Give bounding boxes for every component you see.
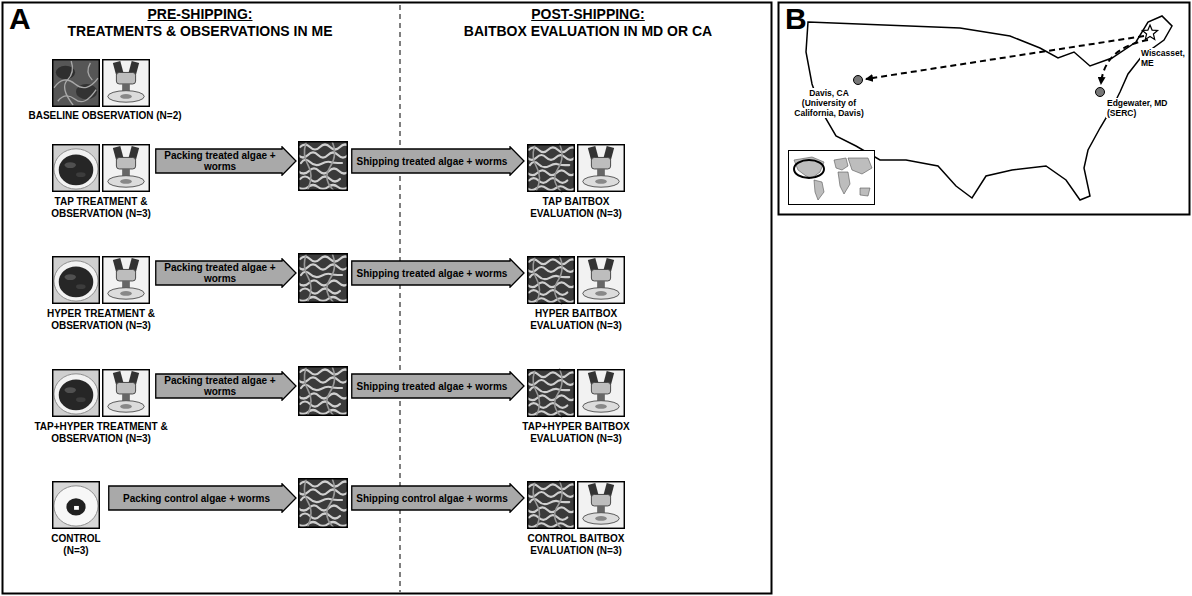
microscope-photo	[102, 59, 150, 107]
section-heading: POST-SHIPPING:	[418, 6, 758, 22]
microscope-photo	[102, 256, 150, 304]
panel-letter: B	[785, 2, 807, 36]
baseline-caption-box: BASELINE OBSERVATION (N=2)	[10, 110, 200, 122]
microscope-photo	[577, 144, 625, 192]
treatment-caption-box: HYPER TREATMENT & OBSERVATION (N=3)	[26, 308, 176, 332]
arrow-label-area: Shipping control algae + worms	[351, 483, 525, 513]
shipping-block-arrow: Shipping treated algae + worms	[351, 371, 525, 401]
arrow-text: Shipping treated algae + worms	[357, 268, 508, 279]
shipping-route	[866, 36, 1144, 79]
panel-letter: A	[9, 2, 31, 36]
arrow-label-area: Packing control algae + worms	[108, 483, 297, 513]
block-arrow-outline	[352, 484, 524, 513]
arrow-text: Packing control algae + worms	[123, 493, 270, 504]
arrow-label-area: Shipping treated algae + worms	[351, 371, 525, 401]
caption-text: TAP+HYPER TREATMENT & OBSERVATION (N=3)	[26, 421, 176, 445]
world-continents	[794, 157, 872, 200]
caption-text: CONTROL (N=3)	[41, 533, 111, 557]
arrow-text: Packing treated algae + worms	[160, 150, 280, 172]
region-oval	[794, 160, 824, 178]
shipping-block-arrow: Shipping control algae + worms	[351, 483, 525, 513]
worms-photo	[298, 366, 350, 416]
block-arrow-outline	[156, 259, 296, 288]
section-heading: BAITBOX EVALUATION IN MD OR CA	[418, 23, 758, 39]
block-arrow-outline	[109, 484, 296, 513]
algae-photo	[52, 59, 100, 107]
caption-text: HYPER BAITBOX EVALUATION (N=3)	[514, 308, 639, 332]
block-arrow-outline	[352, 372, 524, 401]
block-arrow-outline	[352, 147, 524, 176]
packing-block-arrow: Packing control algae + worms	[108, 483, 297, 513]
place-label: Edgewater, MD (SERC)	[1106, 98, 1188, 118]
arrow-label-area: Shipping treated algae + worms	[351, 146, 525, 176]
baitbox-caption-box: TAP+HYPER BAITBOX EVALUATION (N=3)	[514, 421, 639, 445]
worms-photo	[298, 141, 350, 191]
packing-block-arrow: Packing treated algae + worms	[155, 146, 297, 176]
worms-photo	[298, 478, 350, 528]
panel-frame	[3, 3, 772, 594]
control-caption-box: CONTROL (N=3)	[41, 533, 111, 557]
caption-text: CONTROL BAITBOX EVALUATION (N=3)	[514, 533, 639, 557]
location-dot	[854, 76, 863, 85]
location-dot	[1096, 88, 1105, 97]
place-label: Davis, CA (University of California, Dav…	[786, 88, 872, 118]
worms-photo	[298, 253, 350, 303]
worms-photo	[527, 481, 577, 529]
baitbox-caption-box: HYPER BAITBOX EVALUATION (N=3)	[514, 308, 639, 332]
treatment-caption-box: TAP+HYPER TREATMENT & OBSERVATION (N=3)	[26, 421, 176, 445]
arrow-text: Shipping treated algae + worms	[357, 381, 508, 392]
arrow-label-area: Packing treated algae + worms	[155, 146, 297, 176]
caption-text: HYPER TREATMENT & OBSERVATION (N=3)	[26, 308, 176, 332]
packing-block-arrow: Packing treated algae + worms	[155, 371, 297, 401]
caption-text: TAP TREATMENT & OBSERVATION (N=3)	[26, 196, 176, 220]
caption-text: TAP BAITBOX EVALUATION (N=3)	[514, 196, 639, 220]
baitbox-caption-box: CONTROL BAITBOX EVALUATION (N=3)	[514, 533, 639, 557]
arrow-text: Shipping treated algae + worms	[357, 156, 508, 167]
block-arrow-outline	[156, 147, 296, 176]
microscope-photo	[102, 369, 150, 417]
arrow-text: Packing treated algae + worms	[160, 262, 280, 284]
microscope-photo	[102, 144, 150, 192]
world-inset	[789, 151, 875, 205]
section-heading: PRE-SHIPPING:	[10, 6, 390, 22]
section-heading: TREATMENTS & OBSERVATIONS IN ME	[10, 23, 390, 39]
arrow-label-area: Shipping treated algae + worms	[351, 258, 525, 288]
bowl-photo	[52, 481, 100, 529]
shipping-block-arrow: Shipping treated algae + worms	[351, 146, 525, 176]
microscope-photo	[577, 481, 625, 529]
bowl-photo	[52, 256, 100, 304]
place-label: Wiscasset, ME	[1140, 48, 1188, 68]
arrow-text: Packing treated algae + worms	[160, 375, 280, 397]
worms-photo	[527, 369, 577, 417]
packing-block-arrow: Packing treated algae + worms	[155, 258, 297, 288]
arrow-text: Shipping control algae + worms	[356, 493, 507, 504]
arrow-label-area: Packing treated algae + worms	[155, 258, 297, 288]
bowl-photo	[52, 369, 100, 417]
bowl-photo	[52, 144, 100, 192]
worms-photo	[527, 144, 577, 192]
worms-photo	[527, 256, 577, 304]
origin-star	[1142, 25, 1157, 39]
shipping-block-arrow: Shipping treated algae + worms	[351, 258, 525, 288]
microscope-photo	[577, 369, 625, 417]
panel-frame	[779, 3, 1190, 215]
block-arrow-outline	[156, 372, 296, 401]
caption-text: BASELINE OBSERVATION (N=2)	[10, 110, 200, 122]
caption-text: TAP+HYPER BAITBOX EVALUATION (N=3)	[514, 421, 639, 445]
block-arrow-outline	[352, 259, 524, 288]
microscope-photo	[577, 256, 625, 304]
treatment-caption-box: TAP TREATMENT & OBSERVATION (N=3)	[26, 196, 176, 220]
baitbox-caption-box: TAP BAITBOX EVALUATION (N=3)	[514, 196, 639, 220]
arrow-label-area: Packing treated algae + worms	[155, 371, 297, 401]
